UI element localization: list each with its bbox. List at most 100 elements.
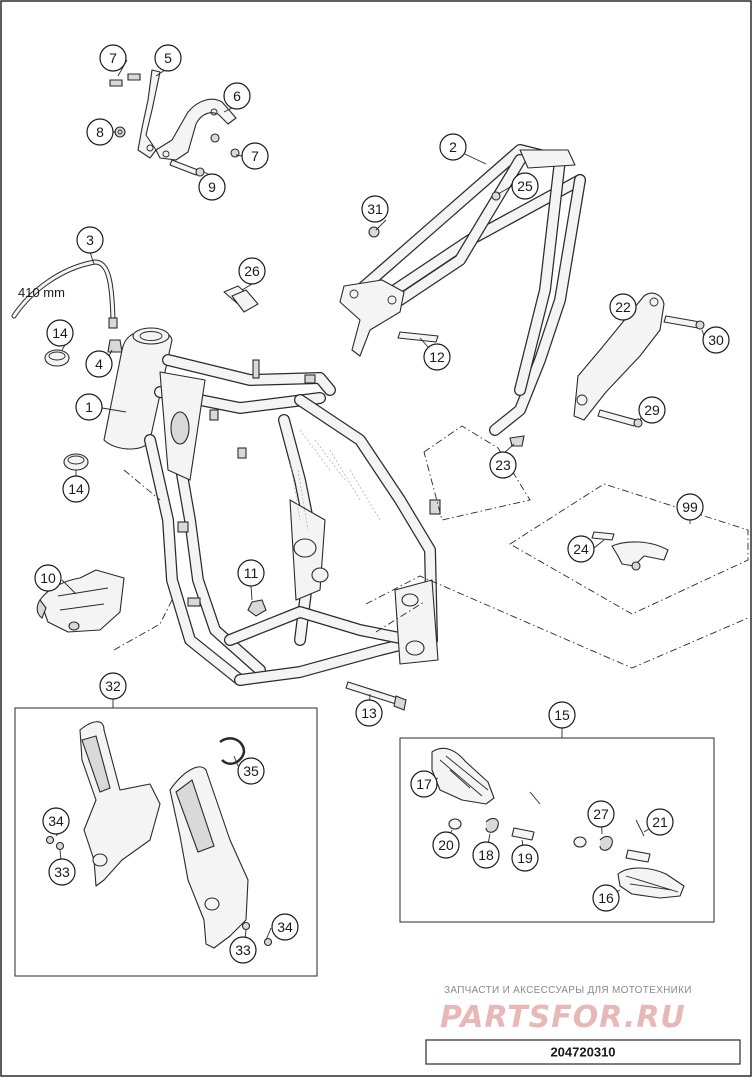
svg-text:21: 21 <box>652 814 668 830</box>
svg-text:11: 11 <box>244 565 259 581</box>
callout-7-bottom: 7 <box>241 142 269 170</box>
svg-text:12: 12 <box>429 349 445 365</box>
callout-21: 21 <box>646 808 674 836</box>
svg-text:14: 14 <box>52 325 68 341</box>
part-26-sticker <box>223 285 259 313</box>
callout-5: 5 <box>154 44 182 72</box>
watermark-brand: PARTSFOR.RU <box>440 1000 686 1035</box>
svg-text:5: 5 <box>164 50 172 66</box>
part-3-cable <box>11 259 118 329</box>
part-13-bolt <box>345 681 407 711</box>
svg-text:35: 35 <box>243 763 259 779</box>
svg-text:32: 32 <box>105 678 121 694</box>
callout-29: 29 <box>638 396 666 424</box>
svg-text:4: 4 <box>95 356 103 372</box>
watermark-caption: ЗАПЧАСТИ И АКСЕССУАРЫ ДЛЯ МОТОТЕХНИКИ <box>444 985 692 996</box>
svg-text:13: 13 <box>361 705 377 721</box>
callout-14-upper: 14 <box>46 319 74 347</box>
callout-2: 2 <box>439 133 467 161</box>
svg-text:27: 27 <box>593 806 609 822</box>
dashed-guide-lines <box>113 425 749 669</box>
part-5-bracket <box>109 69 161 159</box>
part-22-bracket <box>573 292 705 428</box>
callout-13: 13 <box>355 699 383 727</box>
svg-text:24: 24 <box>573 541 589 557</box>
callout-17: 17 <box>410 770 438 798</box>
group-box-15 <box>399 737 715 923</box>
svg-text:19: 19 <box>517 850 533 866</box>
callout-25: 25 <box>511 172 539 200</box>
svg-text:9: 9 <box>208 179 216 195</box>
svg-text:7: 7 <box>109 50 117 66</box>
callout-33-right: 33 <box>229 936 257 964</box>
svg-text:7: 7 <box>251 148 259 164</box>
callout-31: 31 <box>361 195 389 223</box>
callout-16: 16 <box>592 884 620 912</box>
group-box-32 <box>14 707 318 977</box>
callout-20: 20 <box>432 831 460 859</box>
callout-23: 23 <box>489 451 517 479</box>
part-15-footpegs <box>431 747 685 899</box>
svg-text:14: 14 <box>68 481 84 497</box>
part-1-main-frame <box>103 327 441 686</box>
svg-text:3: 3 <box>86 232 94 248</box>
callout-33-left: 33 <box>48 858 76 886</box>
part-14-clamp-upper <box>44 349 70 367</box>
callout-34-left: 34 <box>42 807 70 835</box>
part-2-subframe <box>339 144 586 447</box>
svg-text:8: 8 <box>96 124 104 140</box>
part-32-frame-protectors <box>45 721 273 949</box>
svg-text:2: 2 <box>449 139 457 155</box>
drawing-code: 204720310 <box>550 1045 615 1060</box>
callout-10: 10 <box>34 564 62 592</box>
callout-14-lower: 14 <box>62 475 90 503</box>
svg-text:6: 6 <box>233 88 241 104</box>
callout-32: 32 <box>99 672 127 700</box>
svg-text:10: 10 <box>40 570 56 586</box>
svg-text:30: 30 <box>708 332 724 348</box>
svg-text:34: 34 <box>277 919 293 935</box>
svg-text:22: 22 <box>615 299 631 315</box>
svg-text:15: 15 <box>554 707 570 723</box>
svg-text:99: 99 <box>682 499 698 515</box>
callout-30: 30 <box>702 326 730 354</box>
svg-text:29: 29 <box>644 402 660 418</box>
hardware-7-8-9 <box>114 126 240 177</box>
callout-1: 1 <box>75 393 103 421</box>
svg-text:16: 16 <box>598 890 614 906</box>
cable-length-label: 410 mm <box>18 285 65 300</box>
callout-4: 4 <box>85 350 113 378</box>
callout-34-right: 34 <box>271 913 299 941</box>
callout-19: 19 <box>511 844 539 872</box>
callout-27: 27 <box>587 800 615 828</box>
svg-text:33: 33 <box>235 942 251 958</box>
callout-7-top: 7 <box>99 44 127 72</box>
callout-99: 99 <box>676 493 704 521</box>
part-24-kit <box>591 531 669 571</box>
callout-18: 18 <box>472 841 500 869</box>
svg-text:31: 31 <box>367 201 383 217</box>
callout-3: 3 <box>76 226 104 254</box>
svg-text:26: 26 <box>244 263 260 279</box>
callout-22: 22 <box>609 293 637 321</box>
svg-text:34: 34 <box>48 813 64 829</box>
callout-35: 35 <box>237 757 265 785</box>
svg-text:17: 17 <box>416 776 432 792</box>
svg-text:33: 33 <box>54 864 70 880</box>
part-14-clamp-lower <box>63 453 89 471</box>
callout-26: 26 <box>238 257 266 285</box>
callout-11: 11 <box>237 559 265 587</box>
part-6-bracket <box>155 98 237 161</box>
part-10-guard <box>36 569 125 633</box>
callout-12: 12 <box>423 343 451 371</box>
part-11-nut <box>247 599 267 617</box>
callout-15: 15 <box>548 701 576 729</box>
part-4-nipple <box>107 339 123 353</box>
callout-8: 8 <box>86 118 114 146</box>
svg-text:18: 18 <box>478 847 494 863</box>
callout-6: 6 <box>223 82 251 110</box>
svg-text:23: 23 <box>495 457 511 473</box>
